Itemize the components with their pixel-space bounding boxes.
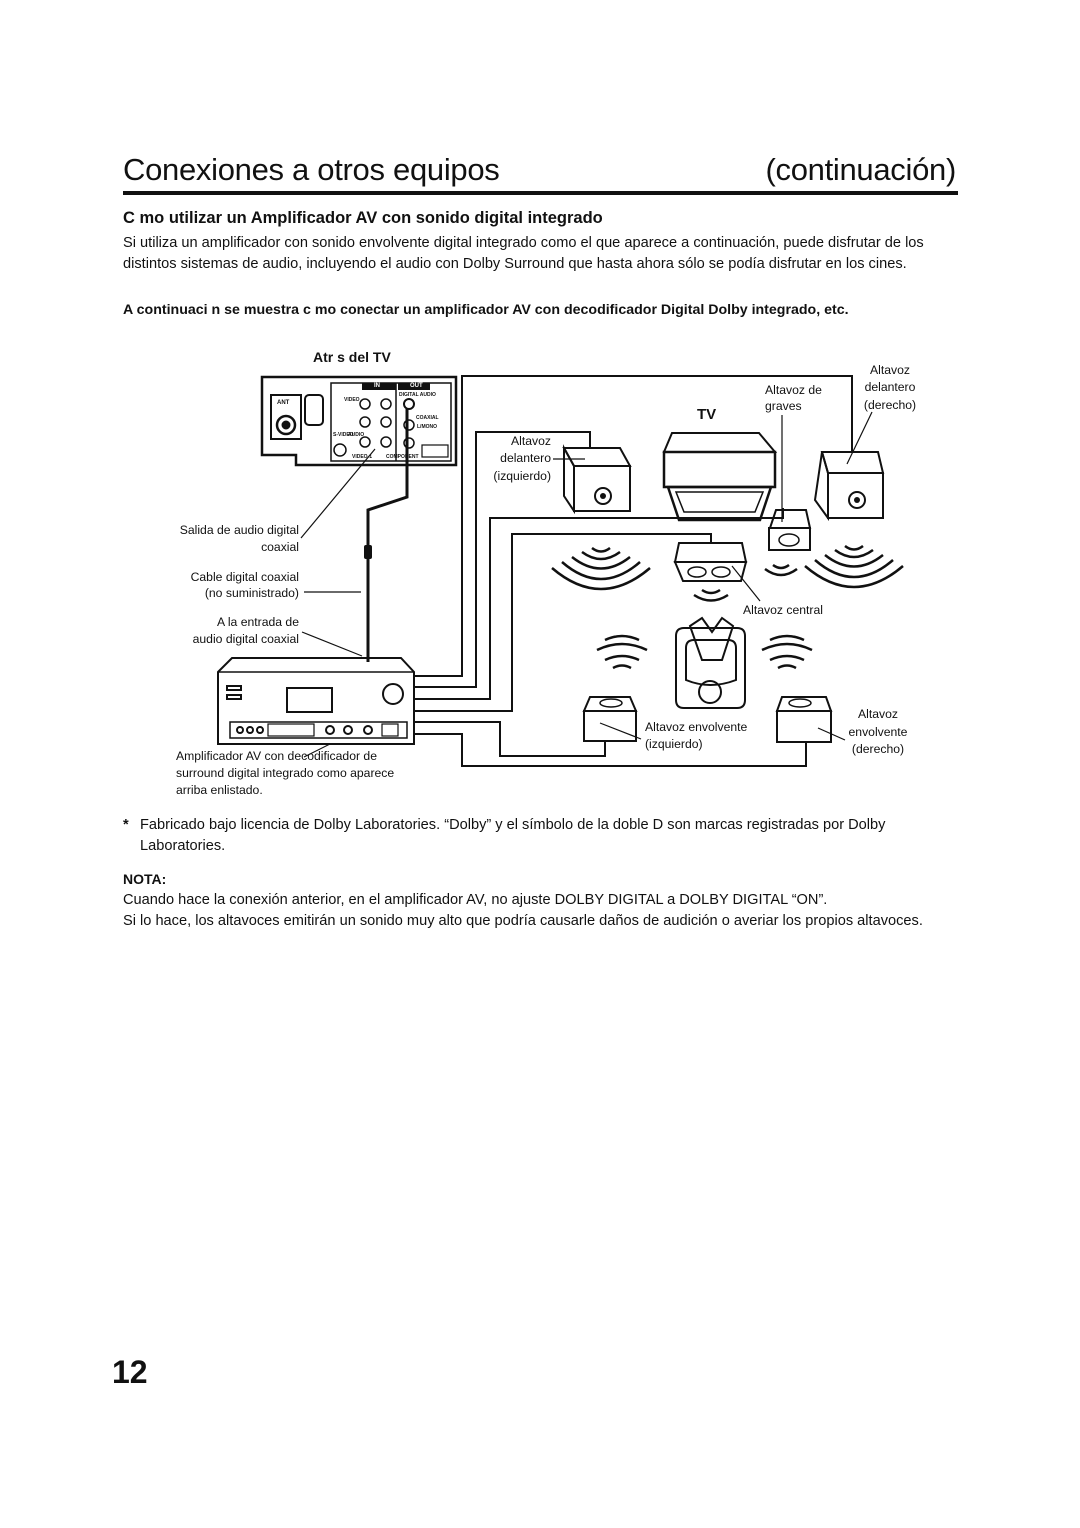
dolby-footnote: * Fabricado bajo licencia de Dolby Labor… — [123, 815, 963, 856]
back-of-tv-label: Atr s del TV — [313, 349, 391, 365]
subwoofer-label-1: Altavoz de — [765, 383, 822, 397]
digital-in-label-1: A la entrada de — [217, 615, 299, 629]
surround-right-label-3: (derecho) — [851, 742, 905, 756]
subwoofer-label-2: graves — [765, 399, 802, 413]
amplifier-label-3: arriba enlistado. — [176, 783, 263, 797]
page-number: 12 — [112, 1354, 148, 1390]
center-speaker-label: Altavoz central — [743, 603, 823, 617]
panel-in-label: IN — [374, 383, 380, 389]
panel-audio-label: AUDIO — [348, 432, 365, 438]
surround-left-speaker — [582, 696, 638, 742]
panel-svideo-label: S-VIDEO — [333, 432, 354, 438]
title-rule — [123, 191, 958, 195]
front-right-label-2: delantero — [864, 380, 916, 394]
panel-component-label: COMPONENT — [386, 454, 419, 460]
nota-line-2: Si lo hace, los altavoces emitirán un so… — [123, 912, 923, 929]
panel-out-label: OUT — [410, 383, 423, 389]
amplifier-label-1: Amplificador AV con decodificador de — [176, 749, 377, 763]
sound-waves — [551, 544, 904, 670]
panel-digital-audio-label: DIGITAL AUDIO — [399, 392, 436, 398]
panel-video-label: VIDEO — [344, 397, 360, 403]
connection-diagram — [217, 375, 904, 767]
cable-label-1: Cable digital coaxial — [190, 570, 299, 584]
surround-right-speaker — [775, 696, 833, 743]
tv-set — [662, 432, 778, 522]
digital-in-label-2: audio digital coaxial — [192, 632, 299, 646]
front-right-label-1: Altavoz — [870, 363, 910, 377]
tv-back-panel — [260, 375, 458, 467]
panel-video1-label: VIDEO-1 — [352, 454, 373, 460]
tv-label: TV — [697, 406, 717, 423]
footnote-star: * — [123, 817, 129, 833]
nota-line-1: Cuando hace la conexión anterior, en el … — [123, 892, 828, 908]
surround-right-label-1: Altavoz — [858, 707, 898, 721]
digital-out-label-1: Salida de audio digital — [179, 523, 299, 537]
panel-lmono-label: L/MONO — [417, 424, 437, 430]
subwoofer — [768, 509, 812, 551]
page-title-continuation: (continuación) — [765, 152, 956, 187]
cable-label-2: (no suministrado) — [204, 586, 299, 600]
digital-out-label-2: coaxial — [261, 540, 299, 554]
front-left-label-3: (izquierdo) — [493, 469, 551, 483]
front-right-label-3: (derecho) — [863, 398, 917, 412]
nota-body: Cuando hace la conexión anterior, en el … — [123, 890, 963, 931]
amplifier-label-2: surround digital integrado como aparece — [176, 766, 395, 780]
footnote-text: Fabricado bajo licencia de Dolby Laborat… — [140, 817, 886, 854]
surround-left-label-1: Altavoz envolvente — [645, 720, 748, 734]
front-right-speaker — [813, 451, 885, 522]
panel-ant-label: ANT — [277, 400, 290, 406]
center-speaker — [673, 542, 748, 582]
front-left-speaker — [562, 444, 632, 515]
section-intro: Si utiliza un amplificador con sonido en… — [123, 235, 924, 272]
front-left-label-1: Altavoz — [511, 434, 551, 448]
page-title: Conexiones a otros equipos — [123, 152, 500, 187]
surround-right-label-2: envolvente — [848, 725, 908, 739]
section-instruction: A continuaci n se muestra c mo conectar … — [123, 302, 849, 318]
surround-left-label-2: (izquierdo) — [645, 737, 703, 751]
listener — [675, 616, 746, 709]
panel-coaxial-label: COAXIAL — [416, 415, 439, 421]
av-amplifier — [217, 657, 415, 745]
section-heading: C mo utilizar un Amplificador AV con son… — [123, 209, 603, 227]
front-left-label-2: delantero — [500, 451, 551, 465]
nota-heading: NOTA: — [123, 871, 167, 887]
